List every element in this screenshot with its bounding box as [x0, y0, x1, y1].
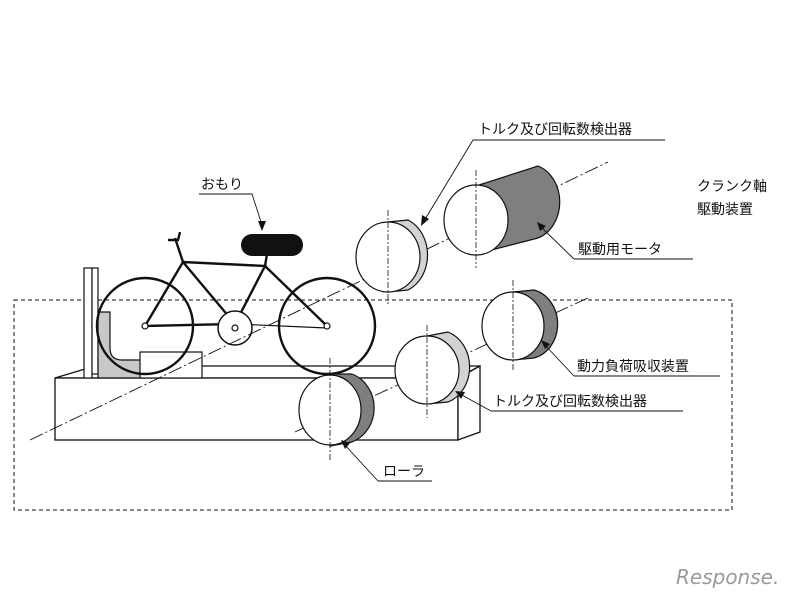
leader-arrowheads	[258, 215, 550, 449]
label-roller: ローラ	[383, 464, 425, 480]
label-crank-drive-line1: クランク軸	[697, 179, 767, 195]
label-torque-detector-bottom: トルク及び回転数検出器	[493, 394, 647, 410]
bicycle	[95, 231, 377, 376]
bicycle-frame	[142, 247, 328, 328]
label-crank-drive-line2: 駆動装置	[697, 202, 753, 218]
drive-motor	[443, 165, 561, 268]
bottom-torque-detector	[394, 325, 471, 418]
label-weight: おもり	[201, 177, 243, 193]
label-load-absorber: 動力負荷吸収装置	[577, 359, 689, 375]
rear-axle	[141, 322, 149, 330]
label-torque-detector-top: トルク及び回転数検出器	[478, 122, 632, 138]
roller	[298, 358, 375, 462]
front-axle	[323, 322, 331, 330]
crank-hub	[231, 324, 239, 332]
load-absorber	[481, 280, 559, 372]
weight-block	[241, 234, 303, 256]
response-watermark: Response.	[676, 565, 779, 589]
rear-wheel-stand	[83, 267, 203, 379]
leader-lines	[199, 139, 720, 482]
top-torque-detector	[355, 210, 429, 305]
label-drive-motor: 駆動用モータ	[578, 242, 662, 258]
handlebar	[168, 231, 185, 263]
dashed-enclosure	[13, 299, 733, 511]
